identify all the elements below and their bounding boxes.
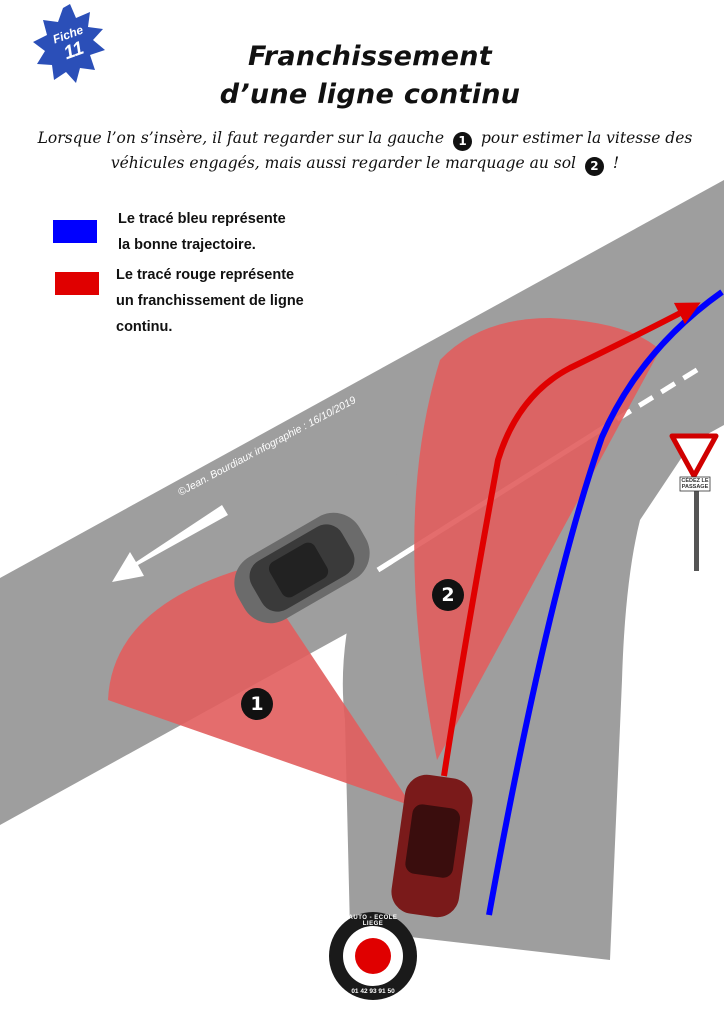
intro-text: Lorsque l’on s’insère, il faut regarder … <box>30 126 700 176</box>
intro-part-1: Lorsque l’on s’insère, il faut regarder … <box>37 129 445 147</box>
vision-cone-1 <box>108 566 412 806</box>
vision-cone-2 <box>414 318 660 760</box>
legend-red-line-1: Le tracé rouge représente <box>116 267 295 283</box>
sign-line-1: CÉDEZ LE <box>681 478 709 484</box>
title-line-1: Franchissement <box>248 41 492 72</box>
school-logo <box>329 912 417 1000</box>
legend-red-line-2: un franchissement de ligne <box>116 293 304 309</box>
blue-trajectory <box>486 289 724 916</box>
legend-blue-line-1: Le tracé bleu représente <box>118 211 286 227</box>
legend-red-swatch <box>55 272 99 295</box>
legend-red-line-3: continu. <box>116 319 173 335</box>
page-title: Franchissement d’une ligne continu <box>150 38 590 114</box>
sign-line-2: PASSAGE <box>681 484 709 490</box>
legend-red-text: Le tracé rouge représente un franchissem… <box>116 262 304 340</box>
zone-marker-1: 1 <box>241 688 273 720</box>
red-trajectory <box>441 302 701 777</box>
intro-part-2: pour estimer la vitesse des véhicules en… <box>110 129 693 172</box>
intro-marker-1: 1 <box>453 132 473 151</box>
logo-bottom-text: 01 42 93 91 50 <box>351 988 395 995</box>
badge-star <box>33 4 105 83</box>
yield-sign <box>669 433 719 571</box>
sign-label: CÉDEZ LE PASSAGE <box>680 478 710 490</box>
red-car <box>391 774 473 918</box>
intro-marker-2: 2 <box>584 157 604 176</box>
legend-blue-swatch <box>53 220 97 243</box>
dashed-line <box>593 365 702 436</box>
zone-marker-2: 2 <box>432 579 464 611</box>
intro-part-3: ! <box>612 154 620 172</box>
title-line-2: d’une ligne continu <box>219 79 521 110</box>
logo-top-text: AUTO - ECOLE LIEGE <box>348 915 398 927</box>
legend-blue-text: Le tracé bleu représente la bonne trajec… <box>118 206 286 258</box>
silver-car <box>234 512 370 624</box>
direction-arrow <box>112 505 228 582</box>
legend-blue-line-2: la bonne trajectoire. <box>118 237 256 253</box>
